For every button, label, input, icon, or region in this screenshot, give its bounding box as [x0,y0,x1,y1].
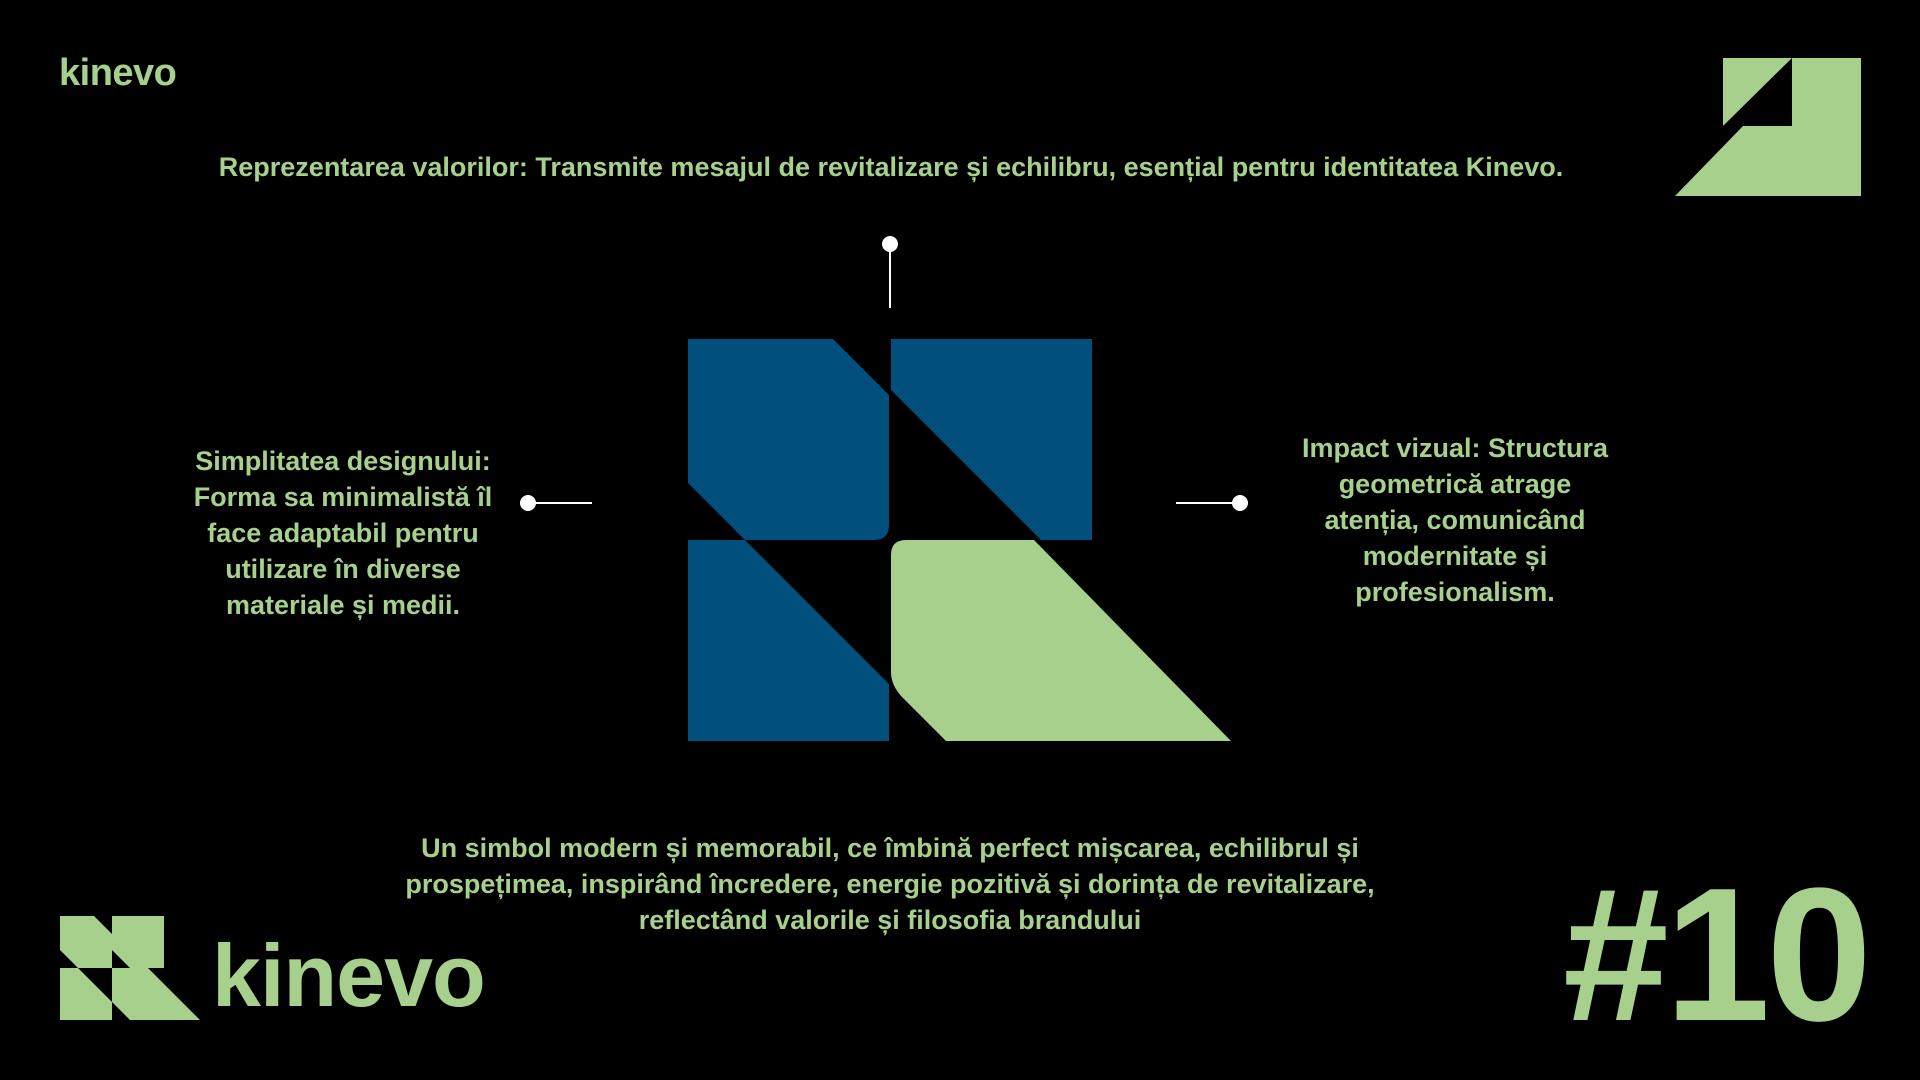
caption-line: face adaptabil pentru [207,518,479,548]
caption-line: utilizare în diverse [225,554,461,584]
caption-line: modernitate și [1362,541,1548,571]
caption-line: Un simbol modern și memorabil, ce îmbină… [421,833,1359,863]
caption-line: materiale și medii. [225,590,461,620]
caption-line: reflectând valorile și filosofia brandul… [638,905,1142,935]
kinevo-logomark-icon [60,916,200,1020]
caption-line: geometrică atrage [1338,469,1572,499]
slide-number: #10 [1562,849,1872,1061]
connector-left [520,495,592,511]
kinevo-symbol-large-icon [688,339,1231,741]
brand-wordmark-large: kinevo [212,926,486,1025]
caption-summary: Un simbol modern și memorabil, ce îmbină… [340,830,1440,938]
caption-visual-impact: Impact vizual: Structura geometrică atra… [1270,430,1640,610]
caption-line: Simplitatea designului: [195,446,491,476]
kinevo-logomark-icon [1675,58,1861,196]
caption-simplicity: Simplitatea designului: Forma sa minimal… [170,443,516,623]
brand-wordmark-small: kinevo [59,52,177,94]
connector-top [882,236,898,308]
caption-values: Reprezentarea valorilor: Transmite mesaj… [218,152,1564,182]
caption-line: Impact vizual: Structura [1301,433,1609,463]
caption-line: Forma sa minimalistă îl [193,482,493,512]
caption-line: atenția, comunicând [1324,505,1586,535]
connector-right [1176,495,1248,511]
caption-line: prospețimea, inspirând încredere, energi… [405,869,1375,899]
caption-line: profesionalism. [1355,577,1555,607]
